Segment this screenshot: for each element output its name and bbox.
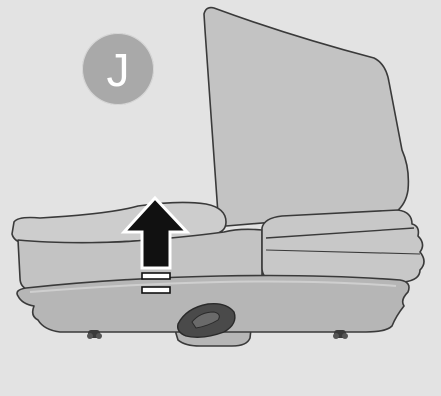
step-letter: J xyxy=(107,47,130,93)
step-badge: J xyxy=(82,33,154,105)
leg-cushion xyxy=(262,210,424,282)
backrest xyxy=(204,8,408,226)
